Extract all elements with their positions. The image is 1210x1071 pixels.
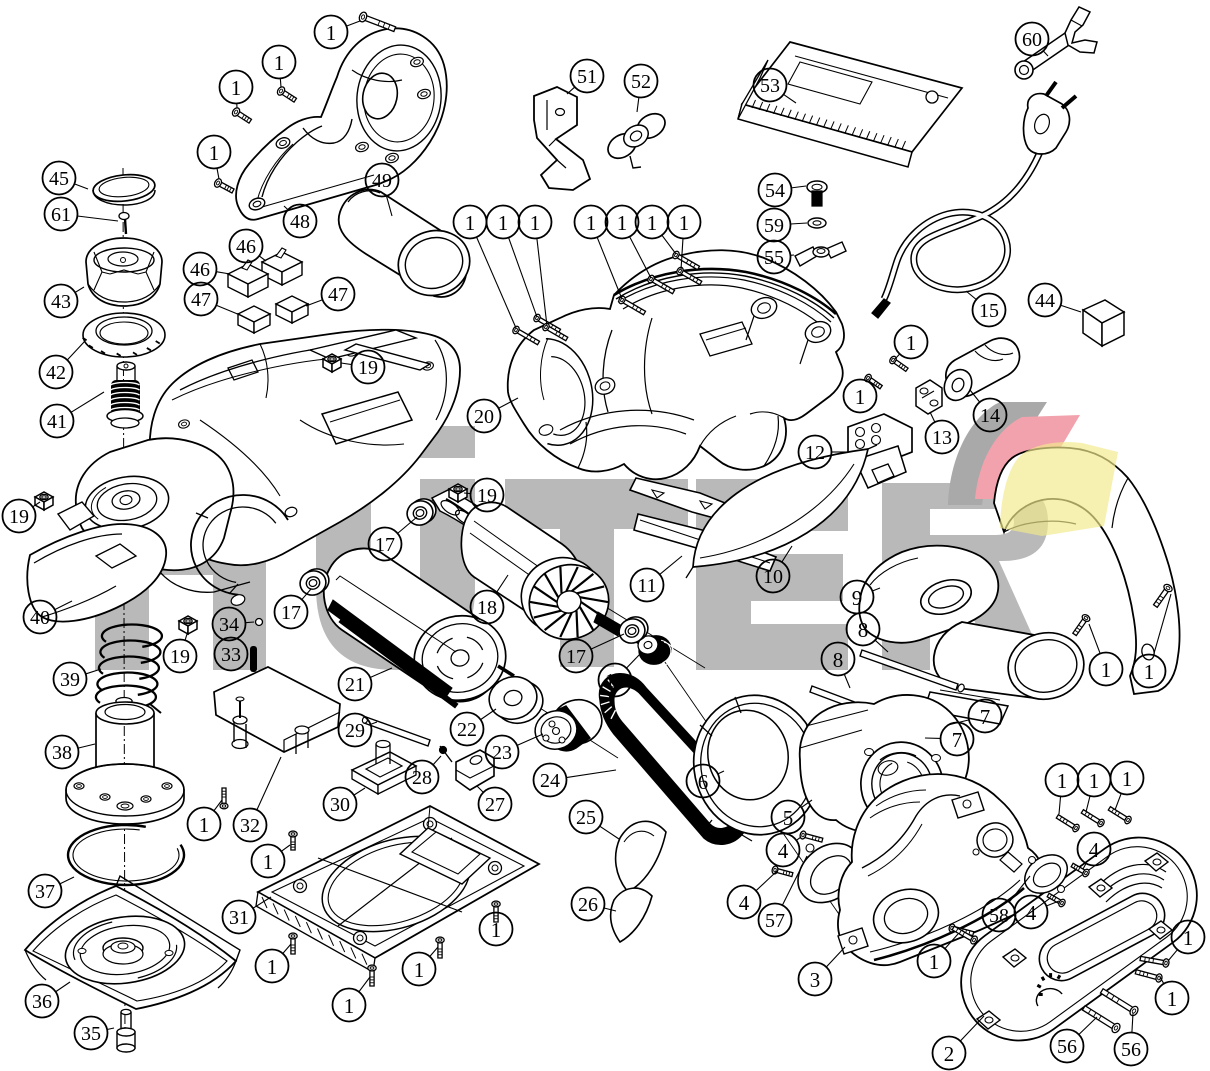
svg-text:47: 47 [328, 284, 348, 306]
svg-text:19: 19 [170, 646, 190, 668]
svg-text:33: 33 [221, 644, 241, 666]
svg-text:1: 1 [617, 211, 628, 235]
svg-text:24: 24 [540, 770, 560, 792]
svg-text:34: 34 [219, 614, 239, 636]
svg-text:1: 1 [530, 211, 541, 235]
svg-text:1: 1 [498, 211, 509, 235]
svg-text:4: 4 [778, 839, 789, 863]
svg-text:1: 1 [465, 211, 476, 235]
svg-text:1: 1 [491, 918, 502, 942]
svg-text:29: 29 [345, 720, 365, 742]
svg-text:5: 5 [783, 806, 794, 830]
svg-text:27: 27 [485, 794, 505, 816]
svg-text:1: 1 [1057, 769, 1068, 793]
svg-text:42: 42 [46, 362, 66, 384]
svg-text:53: 53 [760, 75, 780, 97]
svg-text:1: 1 [1101, 658, 1112, 682]
svg-text:43: 43 [51, 291, 71, 313]
svg-text:32: 32 [240, 815, 260, 837]
svg-text:1: 1 [199, 813, 210, 837]
svg-text:1: 1 [1167, 987, 1178, 1011]
svg-text:1: 1 [1183, 926, 1194, 950]
svg-text:38: 38 [52, 742, 72, 764]
svg-text:17: 17 [375, 534, 395, 556]
svg-text:6: 6 [698, 770, 709, 794]
svg-text:39: 39 [60, 669, 80, 691]
svg-text:2: 2 [944, 1042, 955, 1066]
svg-text:28: 28 [412, 767, 432, 789]
svg-text:61: 61 [51, 204, 71, 226]
svg-text:7: 7 [980, 705, 991, 729]
svg-text:59: 59 [764, 215, 784, 237]
svg-text:51: 51 [577, 66, 597, 88]
svg-text:1: 1 [855, 385, 866, 409]
svg-text:44: 44 [1035, 290, 1055, 312]
svg-text:4: 4 [1089, 838, 1100, 862]
svg-text:10: 10 [763, 566, 783, 588]
svg-text:4: 4 [1026, 901, 1037, 925]
svg-text:19: 19 [9, 506, 29, 528]
svg-text:45: 45 [49, 168, 69, 190]
svg-text:13: 13 [932, 427, 952, 449]
svg-text:11: 11 [637, 575, 656, 597]
svg-text:40: 40 [30, 607, 50, 629]
svg-text:1: 1 [414, 958, 425, 982]
svg-text:17: 17 [281, 602, 301, 624]
svg-text:56: 56 [1121, 1039, 1141, 1061]
svg-text:1: 1 [326, 21, 337, 45]
svg-text:54: 54 [765, 180, 785, 202]
svg-text:1: 1 [344, 994, 355, 1018]
svg-text:1: 1 [274, 51, 285, 75]
svg-text:1: 1 [263, 850, 274, 874]
svg-text:58: 58 [989, 905, 1009, 927]
svg-text:9: 9 [852, 586, 863, 610]
svg-text:17: 17 [566, 646, 586, 668]
svg-text:15: 15 [979, 300, 999, 322]
svg-text:23: 23 [492, 742, 512, 764]
svg-text:60: 60 [1022, 29, 1042, 51]
svg-text:1: 1 [1144, 660, 1155, 684]
svg-text:19: 19 [358, 357, 378, 379]
svg-text:56: 56 [1057, 1036, 1077, 1058]
svg-text:3: 3 [810, 968, 821, 992]
svg-text:7: 7 [952, 728, 963, 752]
svg-text:30: 30 [330, 794, 350, 816]
svg-text:22: 22 [457, 719, 477, 741]
svg-text:14: 14 [980, 405, 1000, 427]
svg-text:57: 57 [765, 910, 785, 932]
svg-text:41: 41 [47, 411, 67, 433]
svg-text:1: 1 [647, 211, 658, 235]
svg-text:1: 1 [929, 950, 940, 974]
svg-text:21: 21 [345, 674, 365, 696]
svg-text:37: 37 [35, 881, 55, 903]
svg-text:46: 46 [190, 259, 210, 281]
svg-text:19: 19 [477, 485, 497, 507]
svg-text:47: 47 [191, 289, 211, 311]
svg-text:31: 31 [229, 907, 249, 929]
svg-text:55: 55 [764, 247, 784, 269]
svg-text:4: 4 [739, 891, 750, 915]
svg-text:25: 25 [576, 807, 596, 829]
svg-text:1: 1 [1122, 767, 1133, 791]
svg-text:8: 8 [833, 648, 844, 672]
svg-text:1: 1 [231, 76, 242, 100]
svg-text:1: 1 [209, 141, 220, 165]
svg-text:52: 52 [631, 71, 651, 93]
svg-text:1: 1 [679, 211, 690, 235]
svg-text:1: 1 [267, 955, 278, 979]
svg-text:46: 46 [236, 236, 256, 258]
svg-text:20: 20 [474, 406, 494, 428]
svg-text:1: 1 [1089, 769, 1100, 793]
svg-text:48: 48 [290, 211, 310, 233]
svg-text:1: 1 [586, 211, 597, 235]
svg-text:12: 12 [805, 442, 825, 464]
svg-text:1: 1 [906, 331, 917, 355]
svg-text:8: 8 [858, 618, 869, 642]
svg-text:18: 18 [477, 597, 497, 619]
svg-text:36: 36 [32, 991, 52, 1013]
svg-text:49: 49 [372, 170, 392, 192]
svg-text:35: 35 [81, 1023, 101, 1045]
svg-text:16: 16 [605, 670, 625, 692]
svg-text:26: 26 [578, 894, 598, 916]
